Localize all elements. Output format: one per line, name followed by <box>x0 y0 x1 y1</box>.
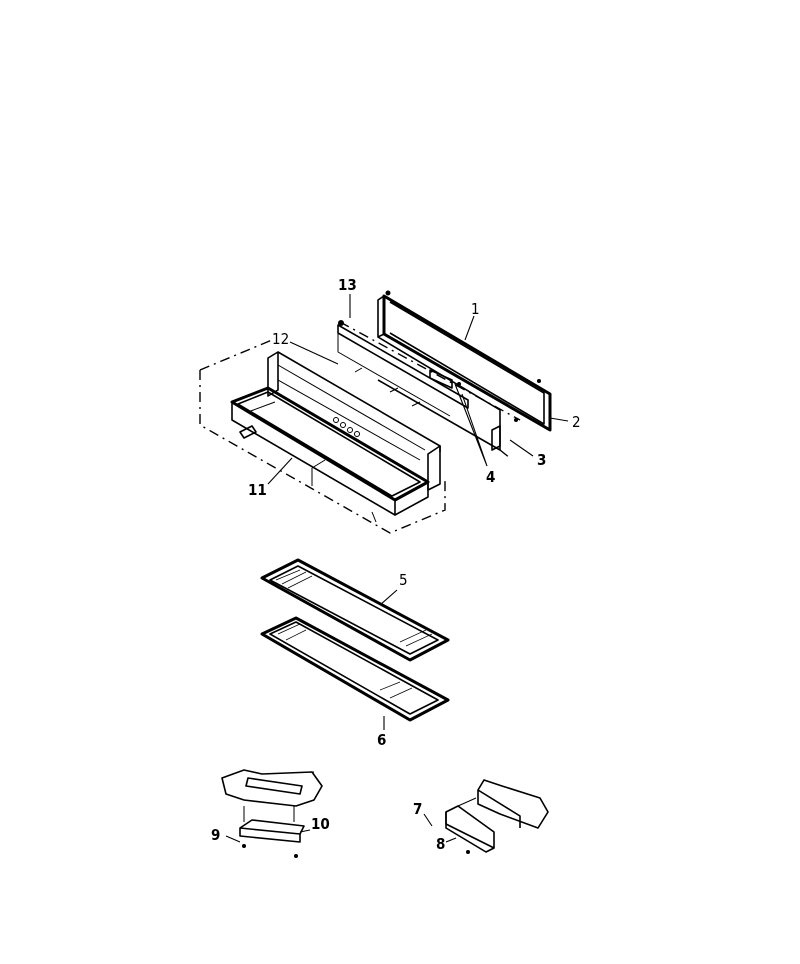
assembly-envelope <box>199 321 521 534</box>
leader-4 <box>454 383 488 467</box>
callout-2: 2 <box>572 413 581 431</box>
cooktop-body <box>230 386 430 523</box>
leader-3 <box>509 439 534 457</box>
leader-5 <box>379 589 398 606</box>
leader-1 <box>464 315 475 341</box>
filter-5 <box>260 558 450 662</box>
callout-5: 5 <box>399 571 408 589</box>
leader-2 <box>549 417 569 422</box>
leader-12 <box>289 341 339 365</box>
detail-right <box>423 779 549 854</box>
callout-13: 13 <box>338 276 357 294</box>
control-panel <box>267 351 441 491</box>
top-assembly <box>199 290 569 534</box>
callout-9: 9 <box>211 826 220 844</box>
callout-1: 1 <box>471 300 480 318</box>
callout-6: 6 <box>377 731 386 749</box>
filter-6 <box>260 616 450 730</box>
callout-10: 10 <box>311 815 330 833</box>
callout-labels: 1 2 3 4 5 6 7 8 9 10 11 12 13 <box>211 276 581 853</box>
leader-9 <box>225 835 241 843</box>
bracket-parts <box>354 367 518 451</box>
callout-11: 11 <box>248 481 267 499</box>
callout-7: 7 <box>413 800 422 818</box>
leader-10 <box>299 829 311 833</box>
leader-11 <box>267 457 293 485</box>
callout-8: 8 <box>436 835 445 853</box>
trim-rail <box>337 320 469 417</box>
callout-12: 12 <box>272 330 289 348</box>
detail-left <box>221 769 323 858</box>
callout-3: 3 <box>537 451 546 469</box>
callout-4: 4 <box>486 468 495 486</box>
leader-7 <box>423 813 433 827</box>
leader-8 <box>445 837 457 843</box>
